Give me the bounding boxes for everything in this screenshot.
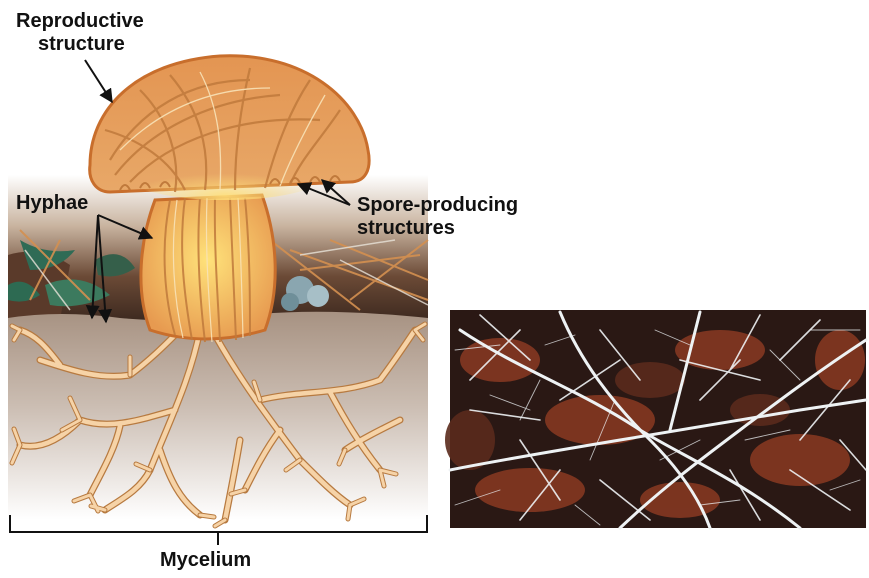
label-reproductive-line1: Reproductive (16, 10, 144, 33)
label-reproductive-structure: Reproductive structure (16, 10, 144, 56)
mushroom-cap (90, 56, 369, 200)
label-hyphae: Hyphae (16, 192, 88, 215)
label-spore-line1: Spore-producing (357, 194, 518, 217)
label-spore-producing-structures: Spore-producing structures (357, 194, 518, 240)
label-reproductive-line2: structure (16, 33, 144, 56)
label-spore-line2: structures (357, 217, 518, 240)
mycelium-photo (445, 310, 866, 528)
label-mycelium: Mycelium (160, 549, 251, 572)
label-hyphae-text: Hyphae (16, 192, 88, 215)
mushroom-stem (141, 195, 275, 342)
label-mycelium-text: Mycelium (160, 549, 251, 572)
